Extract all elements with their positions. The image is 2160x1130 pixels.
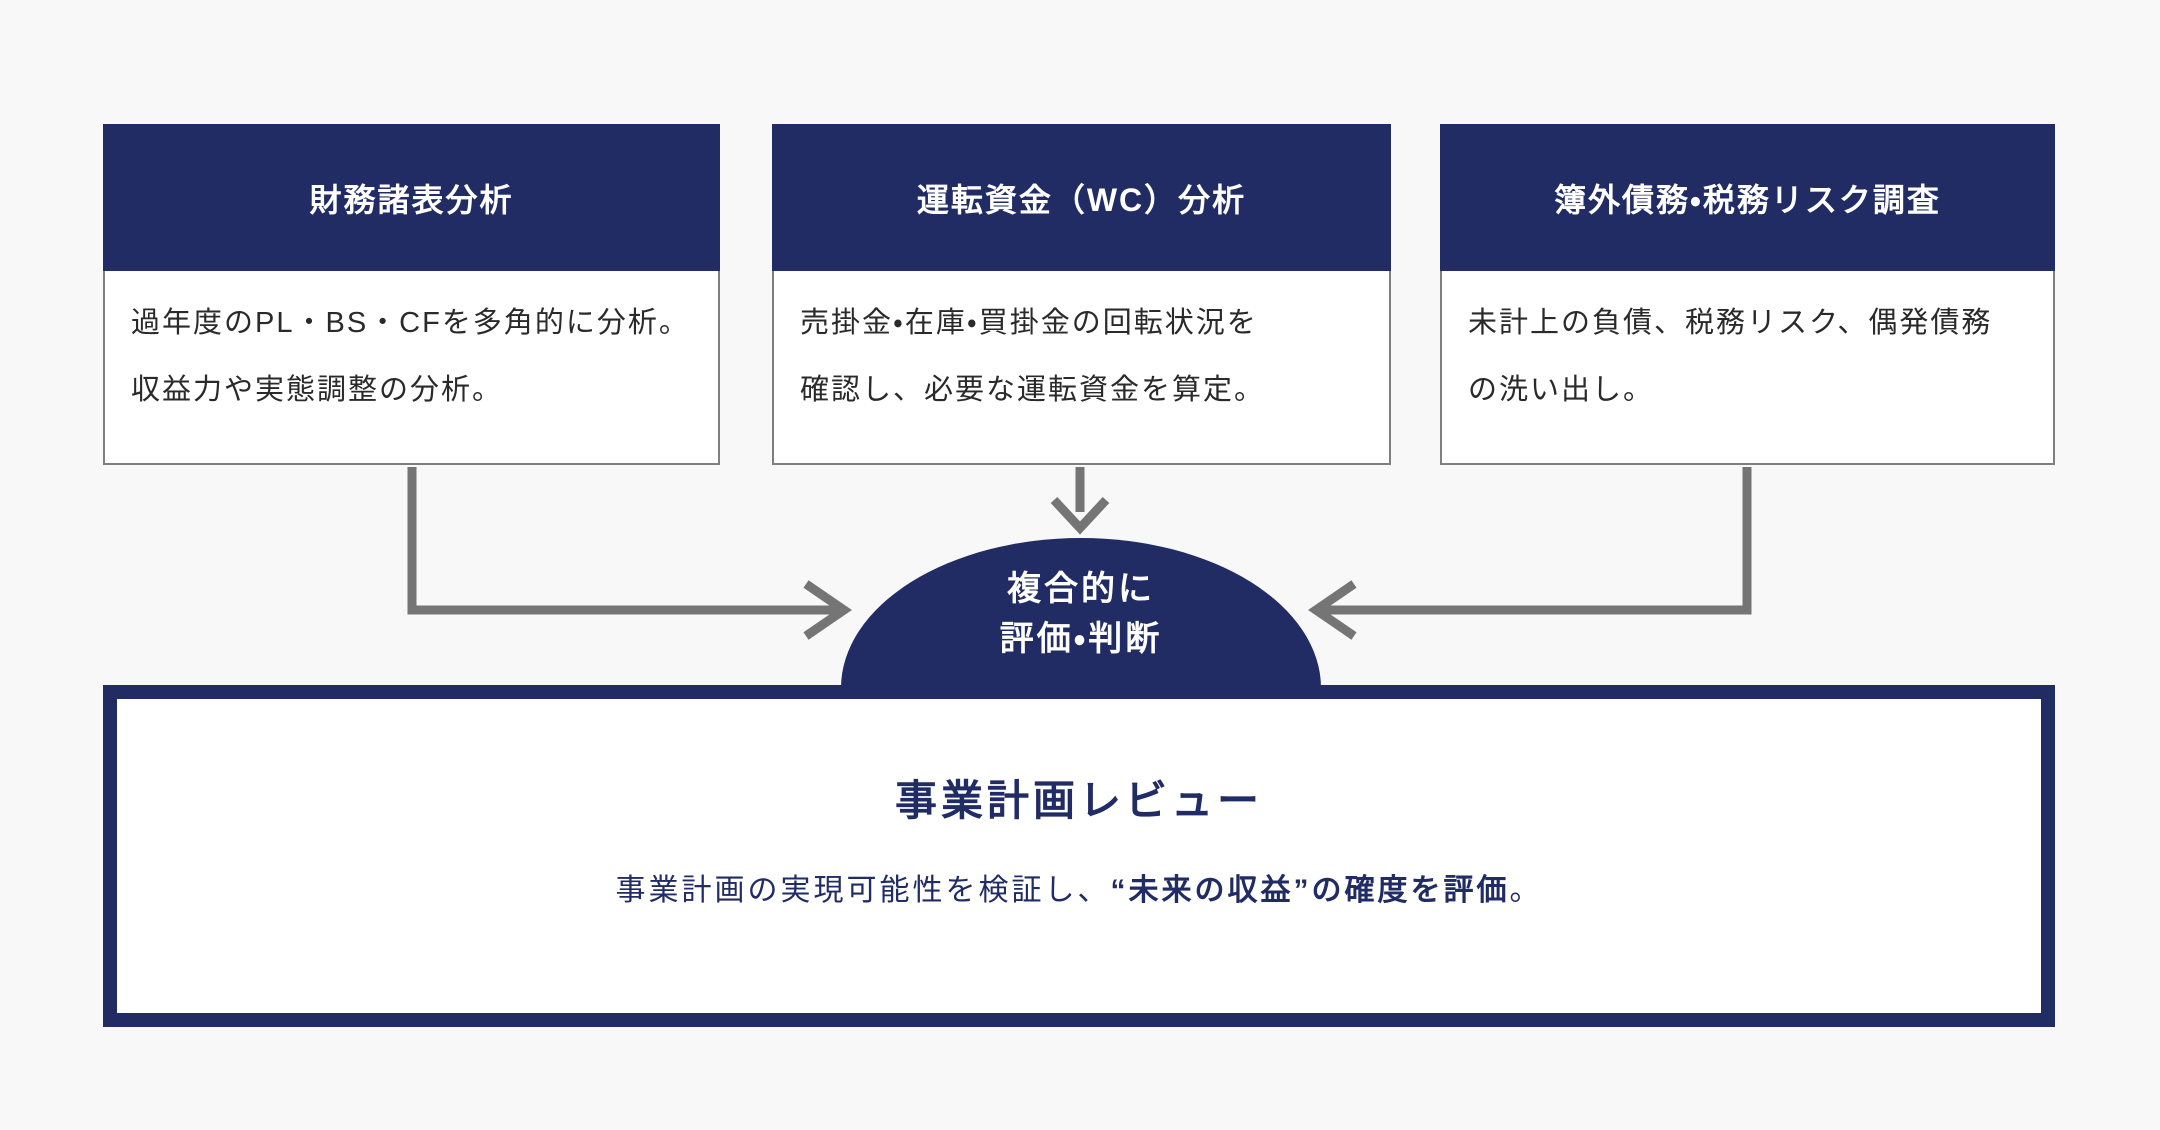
card-body-line: 収益力や実態調整の分析。 <box>131 374 504 406</box>
business-plan-review-box: 事業計画レビュー 事業計画の実現可能性を検証し、“未来の収益”の確度を評価。 <box>103 685 2055 1027</box>
result-box-subtitle: 事業計画の実現可能性を検証し、“未来の収益”の確度を評価。 <box>616 873 1543 909</box>
card-body-line: の洗い出し。 <box>1468 374 1655 406</box>
arrow-right-to-ellipse <box>1308 467 1752 640</box>
card-offbalance-tax-risk-survey: 簿外債務・税務リスク調査 未計上の負債、税務リスク、偶発債務 の洗い出し。 <box>1440 124 2055 465</box>
card-financial-statement-analysis-title: 財務諸表分析 <box>103 124 720 271</box>
subtitle-bold-text: “未来の収益”の確度を評価 <box>1110 874 1510 907</box>
card-working-capital-analysis-title: 運転資金（WC）分析 <box>772 124 1391 271</box>
card-working-capital-analysis: 運転資金（WC）分析 売掛金・在庫・買掛金の回転状況を 確認し、必要な運転資金を… <box>772 124 1391 465</box>
card-body-line: 未計上の負債、税務リスク、偶発債務 <box>1468 307 1993 339</box>
arrow-center-down-to-ellipse <box>1050 467 1110 535</box>
card-financial-statement-analysis: 財務諸表分析 過年度のPL・BS・CFを多角的に分析。 収益力や実態調整の分析。 <box>103 124 720 465</box>
card-working-capital-analysis-body: 売掛金・在庫・買掛金の回転状況を 確認し、必要な運転資金を算定。 <box>772 271 1391 465</box>
card-offbalance-tax-risk-survey-body: 未計上の負債、税務リスク、偶発債務 の洗い出し。 <box>1440 271 2055 465</box>
arrow-left-to-ellipse <box>407 467 852 640</box>
card-offbalance-tax-risk-survey-title: 簿外債務・税務リスク調査 <box>1440 124 2055 271</box>
card-body-line: 確認し、必要な運転資金を算定。 <box>800 374 1266 406</box>
subtitle-regular-text: 事業計画の実現可能性を検証し、 <box>615 874 1111 907</box>
card-body-line: 過年度のPL・BS・CFを多角的に分析。 <box>131 307 690 339</box>
result-box-title: 事業計画レビュー <box>894 777 1263 824</box>
card-body-line: 売掛金・在庫・買掛金の回転状況を <box>800 307 1258 339</box>
ellipse-line-2: 評価・判断 <box>999 620 1163 658</box>
subtitle-suffix-text: 。 <box>1509 874 1543 907</box>
card-financial-statement-analysis-body: 過年度のPL・BS・CFを多角的に分析。 収益力や実態調整の分析。 <box>103 271 720 465</box>
ellipse-line-1: 複合的に <box>1007 570 1155 608</box>
